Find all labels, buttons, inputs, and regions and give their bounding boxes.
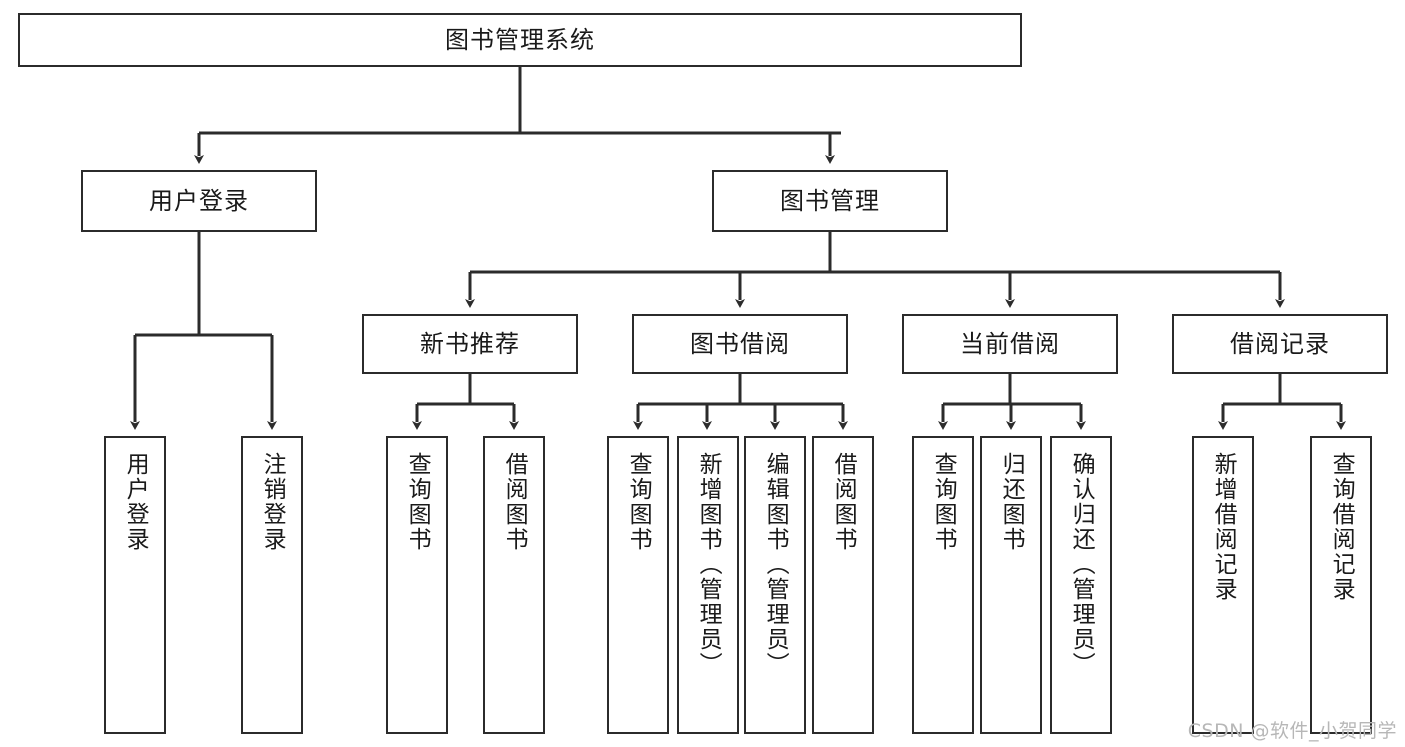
node-root-label: 图书管理系统 xyxy=(445,25,595,54)
node-book-borrow[interactable]: 图书借阅 xyxy=(632,314,848,374)
node-leaf-query-record[interactable]: 查询借阅记录 xyxy=(1310,436,1372,734)
node-leaf-add-record[interactable]: 新增借阅记录 xyxy=(1192,436,1254,734)
node-borrow-record[interactable]: 借阅记录 xyxy=(1172,314,1388,374)
node-book-borrow-label: 图书借阅 xyxy=(690,329,790,358)
node-leaf-edit-book-label: 编辑图书（管理员） xyxy=(762,452,789,677)
node-leaf-query-book-2[interactable]: 查询图书 xyxy=(607,436,669,734)
node-leaf-borrow-book-1-label: 借阅图书 xyxy=(501,452,528,552)
node-leaf-borrow-book-2[interactable]: 借阅图书 xyxy=(812,436,874,734)
node-leaf-logout-label: 注销登录 xyxy=(259,452,286,552)
node-leaf-return-book[interactable]: 归还图书 xyxy=(980,436,1042,734)
node-current-borrow[interactable]: 当前借阅 xyxy=(902,314,1118,374)
node-user-login-label: 用户登录 xyxy=(149,186,249,215)
node-leaf-add-book-label: 新增图书（管理员） xyxy=(695,452,722,677)
csdn-watermark: CSDN @软件_小贺同学 xyxy=(1187,720,1397,742)
node-leaf-user-login-label: 用户登录 xyxy=(122,452,149,552)
node-borrow-record-label: 借阅记录 xyxy=(1230,329,1330,358)
node-leaf-user-login[interactable]: 用户登录 xyxy=(104,436,166,734)
node-leaf-logout[interactable]: 注销登录 xyxy=(241,436,303,734)
node-leaf-confirm-return-label: 确认归还（管理员） xyxy=(1068,452,1095,677)
node-leaf-borrow-book-2-label: 借阅图书 xyxy=(830,452,857,552)
node-root[interactable]: 图书管理系统 xyxy=(18,13,1022,67)
node-leaf-confirm-return[interactable]: 确认归还（管理员） xyxy=(1050,436,1112,734)
node-user-login[interactable]: 用户登录 xyxy=(81,170,317,232)
node-leaf-return-book-label: 归还图书 xyxy=(998,452,1025,552)
node-current-borrow-label: 当前借阅 xyxy=(960,329,1060,358)
node-leaf-borrow-book-1[interactable]: 借阅图书 xyxy=(483,436,545,734)
node-leaf-edit-book[interactable]: 编辑图书（管理员） xyxy=(744,436,806,734)
node-leaf-query-book-2-label: 查询图书 xyxy=(625,452,652,552)
node-leaf-query-book-1[interactable]: 查询图书 xyxy=(386,436,448,734)
node-book-management-label: 图书管理 xyxy=(780,186,880,215)
node-leaf-query-book-3-label: 查询图书 xyxy=(930,452,957,552)
node-book-management[interactable]: 图书管理 xyxy=(712,170,948,232)
node-leaf-query-book-3[interactable]: 查询图书 xyxy=(912,436,974,734)
node-leaf-add-record-label: 新增借阅记录 xyxy=(1210,452,1237,602)
node-new-book-recommend[interactable]: 新书推荐 xyxy=(362,314,578,374)
node-leaf-query-book-1-label: 查询图书 xyxy=(404,452,431,552)
node-leaf-query-record-label: 查询借阅记录 xyxy=(1328,452,1355,602)
node-new-book-recommend-label: 新书推荐 xyxy=(420,329,520,358)
node-leaf-add-book[interactable]: 新增图书（管理员） xyxy=(677,436,739,734)
